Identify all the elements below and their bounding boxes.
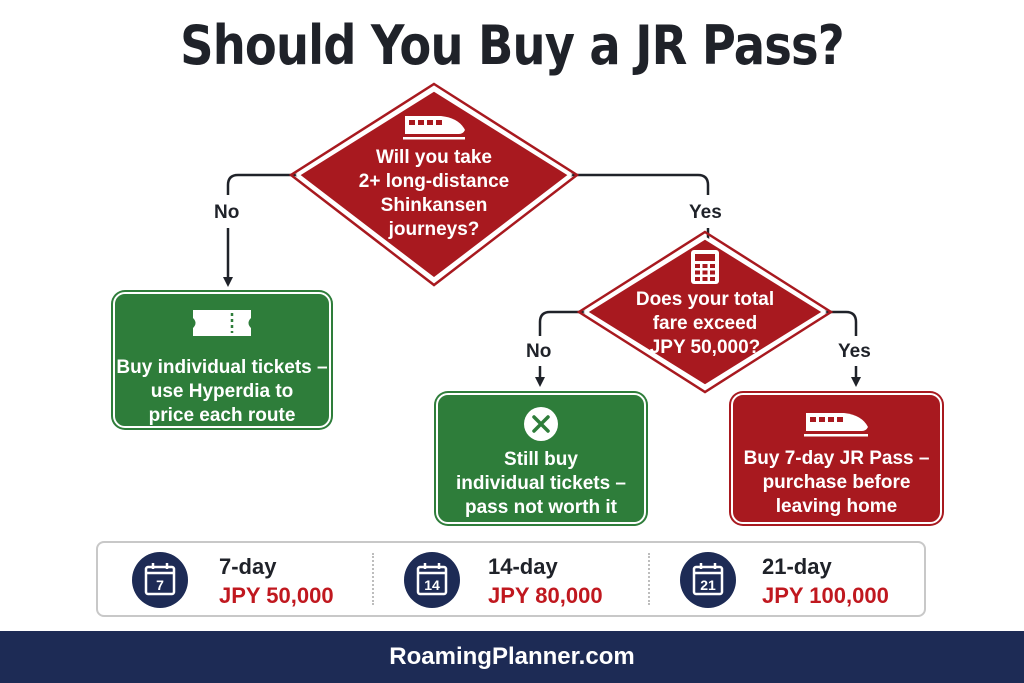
footer-site-link[interactable]: RoamingPlanner.com (389, 643, 635, 670)
outcome-buy-pass: Buy 7-day JR Pass – purchase before leav… (731, 393, 942, 524)
pass-price-panel: 7 7-day JPY 50,000 14 14-day JPY 80,000 (96, 541, 926, 617)
decision-q1-line1: Will you take (376, 147, 492, 168)
branch-q2-yes-label: Yes (838, 341, 871, 362)
page-title: Should You Buy a JR Pass? (180, 14, 845, 77)
calculator-icon (691, 250, 719, 284)
pass-14-day-price: JPY 80,000 (488, 583, 603, 608)
outcome-not-worth-line2: individual tickets – (456, 473, 626, 494)
footer-bar: RoamingPlanner.com (0, 631, 1024, 683)
branch-q1-no-label: No (214, 202, 240, 223)
connector-q1-yes (570, 173, 710, 195)
pass-7-day-price: JPY 50,000 (219, 583, 334, 608)
pass-21-day-price: JPY 100,000 (762, 583, 889, 608)
pass-14-day-calendar-number: 14 (424, 577, 440, 593)
decision-q1-line3: Shinkansen (380, 195, 488, 216)
decision-q1-text: Will you take 2+ long-distance Shinkanse… (344, 146, 524, 242)
branch-q1-yes-label: Yes (689, 202, 722, 223)
outcome-buy-pass-line2: purchase before (762, 472, 911, 493)
outcome-not-worth-line3: pass not worth it (465, 497, 617, 518)
connector-q2-no (538, 310, 586, 336)
x-circle-icon (524, 407, 558, 441)
branch-q2-no-label: No (526, 341, 552, 362)
calendar-icon: 21 (680, 552, 736, 608)
outcome-individual-tickets: Buy individual tickets – use Hyperdia to… (113, 292, 331, 428)
decision-q2-diamond (583, 236, 827, 388)
outcome-not-worth-it: Still buy individual tickets – pass not … (436, 393, 646, 524)
pass-21-day: 21 21-day JPY 100,000 (648, 543, 924, 615)
outcome-individual-line3: price each route (148, 405, 296, 426)
ticket-icon (193, 310, 251, 336)
decision-q2-line3: JPY 50,000? (649, 337, 761, 358)
outcome-not-worth-line1: Still buy (504, 449, 578, 470)
pass-21-day-calendar-number: 21 (700, 577, 716, 593)
connector-q1-no (226, 173, 298, 195)
decision-q1-line4: journeys? (388, 219, 480, 240)
decision-q2-text: Does your total fare exceed JPY 50,000? (615, 288, 795, 360)
outcome-buy-pass-line3: leaving home (775, 496, 898, 517)
connector-q2-yes (824, 310, 858, 336)
decision-q1-line2: 2+ long-distance (358, 171, 510, 192)
decision-q1-diamond (295, 88, 573, 281)
decision-q2-line2: fare exceed (652, 313, 758, 334)
pass-7-day-calendar-number: 7 (156, 577, 164, 593)
outcome-individual-line1: Buy individual tickets – (116, 357, 328, 378)
pass-7-day: 7 7-day JPY 50,000 (98, 543, 372, 615)
calendar-icon: 7 (132, 552, 188, 608)
outcome-buy-pass-line1: Buy 7-day JR Pass – (743, 448, 930, 469)
train-icon (403, 116, 465, 140)
train-icon (803, 413, 868, 437)
calendar-icon: 14 (404, 552, 460, 608)
pass-14-day-name: 14-day (488, 554, 558, 579)
pass-7-day-name: 7-day (219, 554, 277, 579)
pass-14-day: 14 14-day JPY 80,000 (372, 543, 648, 615)
panel-divider (648, 553, 650, 605)
outcome-individual-line2: use Hyperdia to (150, 381, 294, 402)
pass-21-day-name: 21-day (762, 554, 832, 579)
decision-q2-line1: Does your total (635, 289, 775, 310)
panel-divider (372, 553, 374, 605)
